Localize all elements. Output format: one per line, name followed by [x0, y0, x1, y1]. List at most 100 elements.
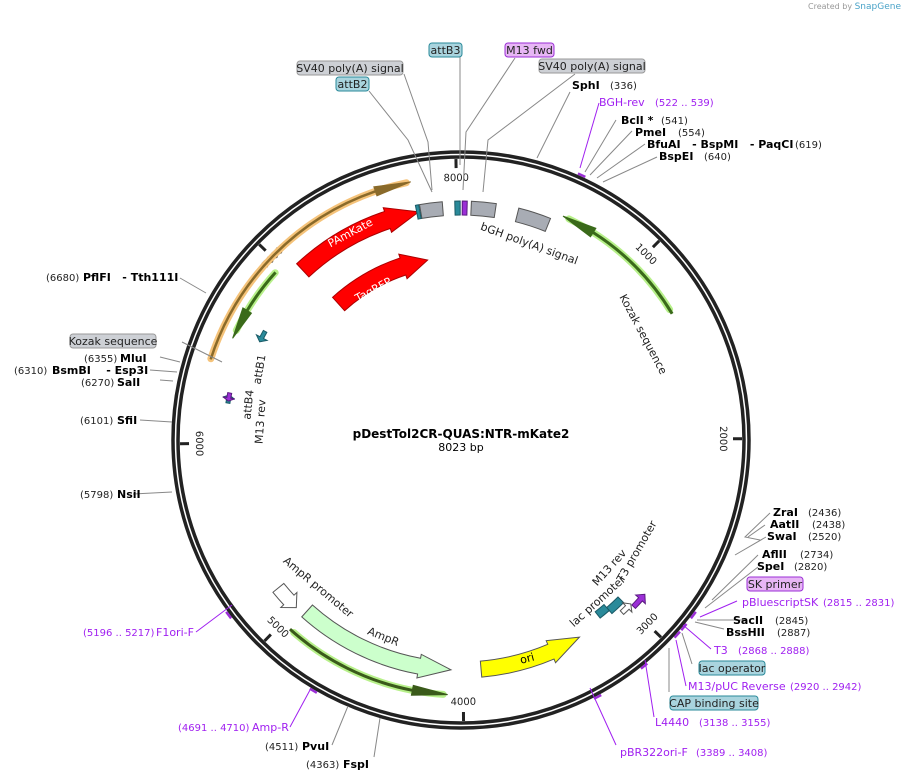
svg-text:BclI *: BclI * [621, 114, 654, 127]
svg-text:(6270): (6270) [81, 378, 114, 389]
m13-rev-left-box [222, 391, 235, 402]
tick-7000 [258, 243, 267, 252]
snapgene-credit: Created by SnapGene [808, 2, 901, 12]
attb1-label: attB1 [251, 354, 269, 386]
svg-text:CAP binding site: CAP binding site [669, 697, 759, 710]
primer-mark-amp-r [309, 687, 318, 694]
backbone-outer [171, 150, 751, 730]
svg-text:NsiI: NsiI [117, 488, 141, 501]
svg-text:BsmBI - Esp3I: BsmBI - Esp3I [52, 364, 148, 377]
sk-primer-label[interactable]: SK primer [746, 576, 804, 592]
enzyme-pvui[interactable]: (4511)PvuI [265, 740, 329, 753]
svg-text:PmeI: PmeI [635, 126, 666, 139]
svg-text:AflII: AflII [762, 548, 787, 561]
primer-mark-t3 [680, 623, 688, 631]
enzyme-pflfi[interactable]: (6680)PflFI - Tth111I [46, 271, 178, 284]
cap-box [594, 603, 610, 619]
enzyme-mlui[interactable]: (6355)MluI [84, 352, 147, 365]
tick-3000 [653, 629, 663, 639]
sv40-polya-right-label[interactable]: SV40 poly(A) signal [538, 58, 646, 74]
svg-text:pBluescriptSK: pBluescriptSK [742, 596, 819, 609]
enzyme-bfuai[interactable]: BfuAI - BspMI - PaqCI(619) [647, 138, 822, 151]
enzyme-bspei[interactable]: BspEI(640) [659, 150, 731, 163]
svg-text:(2845): (2845) [775, 616, 808, 627]
backbone-inner [176, 155, 746, 725]
svg-text:(6101): (6101) [80, 416, 113, 427]
svg-text:(554): (554) [678, 128, 705, 139]
enzyme-zrai[interactable]: ZraI(2436) [773, 506, 841, 519]
svg-text:(2734): (2734) [800, 550, 833, 561]
enzyme-aatii[interactable]: AatII(2438) [770, 518, 845, 531]
primer-f1ori-f[interactable]: (5196 .. 5217)F1ori-F [83, 626, 194, 639]
attb1-box [255, 329, 269, 343]
enzyme-sali[interactable]: (6270)SalI [81, 376, 140, 389]
svg-text:(522 .. 539): (522 .. 539) [655, 98, 714, 109]
primer-mark-pbluescriptsk [689, 611, 697, 620]
attB3-label[interactable]: attB3 [428, 42, 463, 58]
svg-text:F1ori-F: F1ori-F [156, 626, 194, 639]
kozak-green-arrow-icon [562, 215, 674, 315]
bgh-polya-label: bGH poly(A) signal [479, 220, 580, 267]
left-green-arrow-icon [232, 271, 277, 339]
enzyme-bsmbi[interactable]: (6310) BsmBI - Esp3I [14, 364, 148, 377]
enzyme-pmei[interactable]: PmeI (554) [635, 126, 705, 139]
svg-text:SV40 poly(A) signal: SV40 poly(A) signal [296, 62, 403, 75]
tick-5000 [263, 633, 272, 642]
sv40-polya-left-label[interactable]: SV40 poly(A) signal [296, 60, 404, 76]
cap-binding-site-label[interactable]: CAP binding site [669, 695, 759, 711]
svg-text:pBR322ori-F: pBR322ori-F [620, 746, 688, 759]
sv40-polya-box-right [470, 200, 497, 219]
svg-text:BGH-rev: BGH-rev [599, 96, 645, 109]
enzyme-bsshii[interactable]: BssHII (2887) [726, 626, 810, 639]
enzyme-fspi[interactable]: (4363)FspI [306, 758, 369, 771]
plasmid-length: 8023 bp [438, 441, 483, 454]
svg-text:(2920 .. 2942): (2920 .. 2942) [790, 682, 862, 693]
primer-mark-pbr322ori-f [593, 693, 602, 700]
attb4-label: attB4 [240, 389, 256, 420]
lac-operator-label[interactable]: lac operator [698, 660, 766, 676]
svg-text:(5798): (5798) [80, 490, 113, 501]
attb2-box [414, 204, 422, 220]
attB2-label[interactable]: attB2 [335, 76, 370, 92]
enzyme-spei[interactable]: SpeI(2820) [757, 560, 827, 573]
kozak-sequence-label[interactable]: Kozak sequence [69, 333, 158, 349]
lac-operator-box [605, 596, 625, 615]
primer-bgh-rev[interactable]: BGH-rev (522 .. 539) [599, 96, 714, 109]
enzyme-sfii[interactable]: (6101)SfiI [80, 414, 137, 427]
primer-mark-f1ori-f [225, 611, 233, 620]
svg-text:SK primer: SK primer [748, 578, 803, 591]
primer-m13-puc-reverse[interactable]: M13/pUC Reverse(2920 .. 2942) [688, 680, 862, 693]
enzyme-swai[interactable]: SwaI(2520) [767, 530, 841, 543]
ampr-promoter-arrow [272, 582, 298, 609]
svg-text:(6310): (6310) [14, 366, 47, 377]
primer-l4440[interactable]: L4440(3138 .. 3155) [655, 716, 771, 729]
svg-text:SwaI: SwaI [767, 530, 797, 543]
tick-label-6000: 6000 [193, 431, 204, 457]
enzyme-sphi[interactable]: SphI (336) [572, 79, 637, 92]
primer-pbr322ori-f[interactable]: pBR322ori-F(3389 .. 3408) [620, 746, 768, 759]
svg-text:(336): (336) [610, 81, 637, 92]
enzyme-sacii[interactable]: SacII(2845) [733, 614, 808, 627]
svg-text:BssHII: BssHII [726, 626, 765, 639]
svg-text:MluI: MluI [120, 352, 147, 365]
primer-t3[interactable]: T3(2868 .. 2888) [713, 644, 810, 657]
primer-amp-r[interactable]: (4691 .. 4710)Amp-R [178, 721, 289, 734]
attb3-box [454, 200, 461, 216]
svg-text:(2436): (2436) [808, 508, 841, 519]
m13-fwd-label[interactable]: M13 fwd [504, 42, 555, 58]
enzyme-aflii[interactable]: AflII (2734) [762, 548, 833, 561]
primer-mark-bgh-rev [577, 172, 586, 179]
tick-1000 [651, 239, 661, 249]
svg-text:(619): (619) [795, 140, 822, 151]
svg-text:(2887): (2887) [777, 628, 810, 639]
svg-text:(5196 .. 5217): (5196 .. 5217) [83, 628, 155, 639]
svg-text:PflFI - Tth111I: PflFI - Tth111I [83, 271, 178, 284]
svg-text:SphI: SphI [572, 79, 600, 92]
enzyme-bcli[interactable]: BclI *(541) [621, 114, 688, 127]
primer-pbluescriptsk[interactable]: pBluescriptSK(2815 .. 2831) [742, 596, 895, 609]
svg-text:PvuI: PvuI [302, 740, 329, 753]
svg-text:(640): (640) [704, 152, 731, 163]
enzyme-nsii[interactable]: (5798) NsiI [80, 488, 141, 501]
ori-arrow [479, 636, 581, 678]
